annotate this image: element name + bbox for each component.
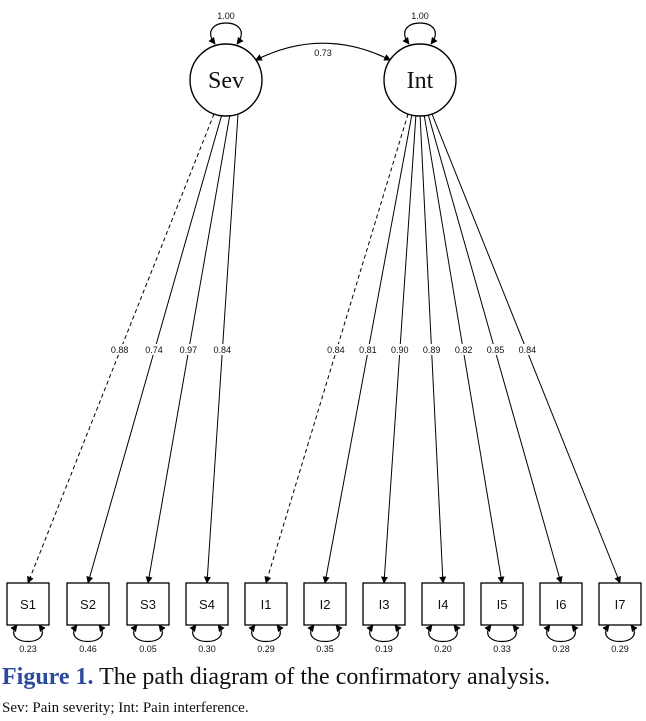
variance-arrow	[402, 22, 438, 45]
residual-label: 0.29	[257, 644, 275, 654]
loading-label-bg	[387, 344, 412, 355]
indicator-node-i7	[598, 582, 642, 626]
variance-label: 1.00	[217, 11, 235, 21]
residual-label: 0.30	[198, 644, 216, 654]
indicator-node-s1	[6, 582, 50, 626]
loading-label: 0.85	[487, 345, 505, 355]
residual-label: 0.05	[139, 644, 157, 654]
residual-label: 0.19	[375, 644, 393, 654]
residual-arrow	[543, 624, 579, 642]
covariance-label: 0.73	[314, 48, 332, 58]
loading-label-bg	[210, 344, 235, 355]
residual-arrow	[248, 624, 284, 642]
indicator-node-s4	[185, 582, 229, 626]
residual-arrow	[70, 624, 106, 642]
indicator-label: I6	[556, 597, 567, 612]
latent-label: Int	[407, 68, 434, 94]
residual-arrow	[425, 624, 461, 642]
variance-label: 1.00	[411, 11, 429, 21]
latent-node-sev	[189, 43, 263, 117]
residual-label: 0.35	[316, 644, 334, 654]
loading-label: 0.84	[214, 345, 232, 355]
indicator-node-i3	[362, 582, 406, 626]
indicator-label: S2	[80, 597, 96, 612]
loading-label-bg	[176, 344, 201, 355]
indicator-label: S3	[140, 597, 156, 612]
loading-label: 0.88	[111, 345, 129, 355]
residual-label: 0.46	[79, 644, 97, 654]
residual-arrow	[10, 624, 46, 642]
residual-arrow	[307, 624, 343, 642]
indicator-node-i4	[421, 582, 465, 626]
indicator-label: I5	[497, 597, 508, 612]
indicator-node-i2	[303, 582, 347, 626]
residual-label: 0.23	[19, 644, 37, 654]
residual-arrow	[130, 624, 166, 642]
loading-label-bg	[355, 344, 380, 355]
figure-note: Sev: Pain severity; Int: Pain interferen…	[2, 700, 249, 716]
indicator-label: S4	[199, 597, 215, 612]
residual-label: 0.33	[493, 644, 511, 654]
figure-label: Figure 1.	[2, 664, 94, 690]
loading-label-bg	[107, 344, 132, 355]
loading-label-bg	[142, 344, 166, 355]
indicator-node-i5	[480, 582, 524, 626]
indicator-node-i1	[244, 582, 288, 626]
loading-label-bg	[419, 344, 444, 355]
variance-arrow	[208, 22, 244, 45]
loading-label: 0.84	[519, 345, 537, 355]
loading-label-bg	[483, 344, 508, 355]
indicator-node-i6	[539, 582, 583, 626]
loading-label: 0.97	[180, 345, 198, 355]
indicator-label: I1	[261, 597, 272, 612]
caption-text: The path diagram of the confirmatory ana…	[93, 664, 551, 690]
covariance-arrow	[254, 42, 392, 61]
indicator-label: I4	[438, 597, 449, 612]
indicator-node-s3	[126, 582, 170, 626]
loading-label-bg	[515, 344, 540, 355]
indicator-label: I7	[615, 597, 626, 612]
loading-label: 0.84	[327, 345, 345, 355]
indicator-node-s2	[66, 582, 110, 626]
loading-label-bg	[451, 344, 476, 355]
residual-arrow	[602, 624, 638, 642]
residual-arrow	[484, 624, 520, 642]
latent-label: Sev	[208, 68, 244, 94]
figure-caption: Figure 1. The path diagram of the confir…	[2, 664, 642, 691]
residual-label: 0.29	[611, 644, 629, 654]
indicator-label: I3	[379, 597, 390, 612]
loading-label-bg	[323, 344, 348, 355]
residual-arrow	[366, 624, 402, 642]
residual-arrow	[189, 624, 225, 642]
residual-label: 0.28	[552, 644, 570, 654]
loading-label: 0.74	[145, 345, 163, 355]
loading-label: 0.89	[423, 345, 441, 355]
loading-label: 0.82	[455, 345, 473, 355]
indicator-label: I2	[320, 597, 331, 612]
loading-label: 0.81	[359, 345, 377, 355]
residual-label: 0.20	[434, 644, 452, 654]
indicator-label: S1	[20, 597, 36, 612]
loading-label: 0.90	[391, 345, 409, 355]
latent-node-int	[383, 43, 457, 117]
